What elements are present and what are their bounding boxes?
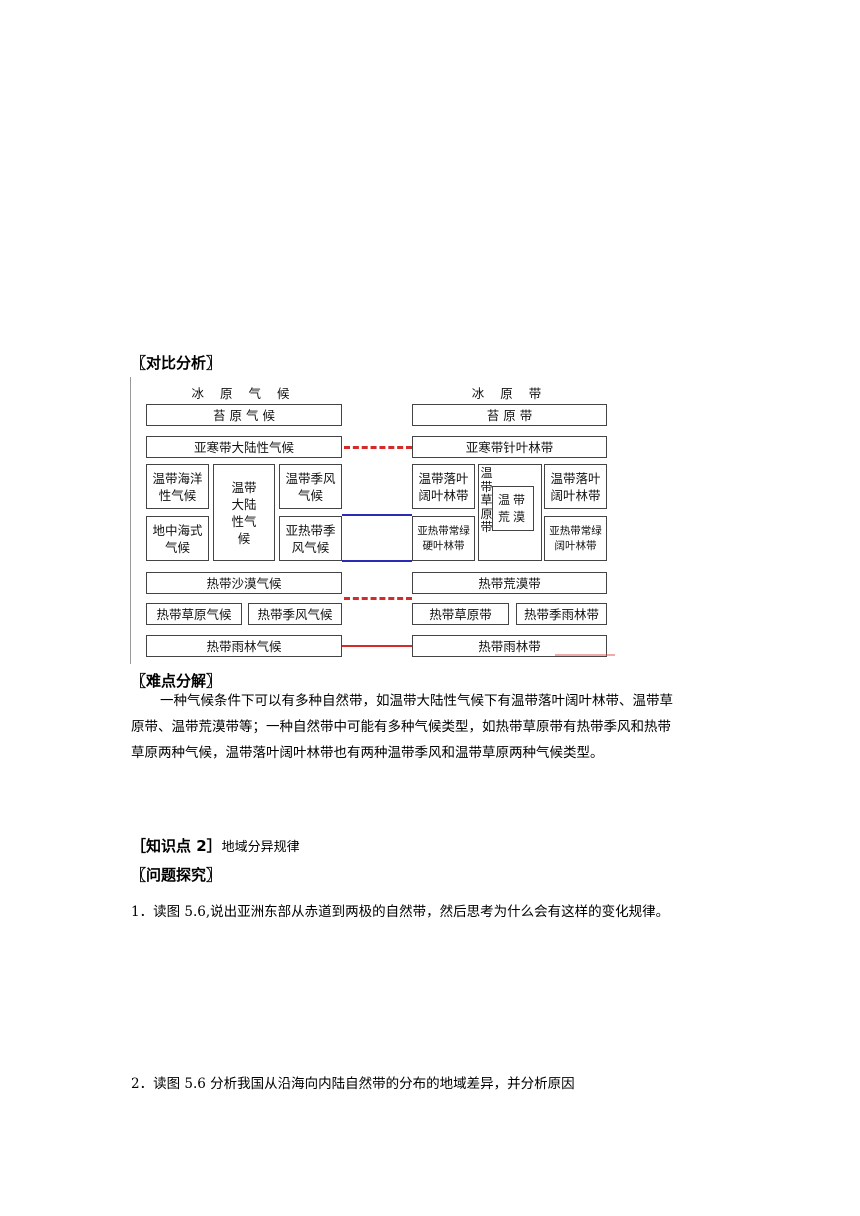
knowledge-point-title: 地域分异规律 [221,840,300,855]
zone-subtropical-evergreen: 亚热带常绿阔叶林带 [544,516,607,561]
knowledge-point-label: ［知识点 2］ [131,837,222,855]
right-title: 冰 原 带 [471,386,548,401]
climate-mediterranean: 地中海式气候 [146,516,209,561]
zone-tropical-grassland: 热带草原带 [412,603,509,625]
knowledge-point-2: ［知识点 2］地域分异规律 [131,835,300,856]
zone-tropical-rainforest: 热带雨林带 [412,635,607,657]
red-mark [555,654,615,656]
climate-tropical-savanna: 热带草原气候 [146,603,242,625]
zone-temperate-deciduous-2: 温带落叶阔叶林带 [544,464,607,509]
climate-tundra: 苔 原 气 候 [146,404,342,426]
difficulty-line-2: 原带、温带荒漠带等；一种自然带中可能有多种气候类型，如热带草原带有热带季风和热带 [131,719,671,735]
section-heading-inquiry: 〖问题探究〗 [131,866,222,884]
connector-tropical-dashed [344,597,412,600]
zone-taiga: 亚寒带针叶林带 [412,436,607,458]
climate-zone-diagram: 冰 原 气 候 苔 原 气 候 亚寒带大陆性气候 温带海洋性气候 温带大陆性气候… [130,377,625,664]
zone-temperate-desert: 温带荒漠 [492,486,534,531]
climate-temperate-maritime: 温带海洋性气候 [146,464,209,509]
section-heading-comparison: 〖对比分析〗 [131,354,222,372]
climate-tropical-rainforest: 热带雨林气候 [146,635,342,657]
zone-tropical-desert: 热带荒漠带 [412,572,607,594]
zone-tundra: 苔 原 带 [412,404,607,426]
connector-subarctic [344,446,412,449]
climate-tropical-monsoon: 热带季风气候 [248,603,342,625]
zone-temperate-grassland: 温带草原带 [480,466,493,534]
climate-temperate-monsoon: 温带季风气候 [279,464,342,509]
zone-tropical-monsoon-forest: 热带季雨林带 [516,603,607,625]
connector-blue-lower [342,560,412,562]
connector-blue-upper [342,514,412,516]
climate-subtropical-monsoon: 亚热带季风气候 [279,516,342,561]
climate-temperate-continental: 温带大陆性气候 [213,464,275,561]
difficulty-line-1: 一种气候条件下可以有多种自然带，如温带大陆性气候下有温带落叶阔叶林带、温带草 [160,693,673,709]
section-heading-difficulty: 〖难点分解〗 [131,672,222,690]
zone-temperate-deciduous-1: 温带落叶阔叶林带 [412,464,475,509]
connector-rainforest [342,645,412,647]
climate-tropical-desert: 热带沙漠气候 [146,572,342,594]
difficulty-line-3: 草原两种气候，温带落叶阔叶林带也有两种温带季风和温带草原两种气候类型。 [131,745,604,761]
left-title: 冰 原 气 候 [191,386,296,401]
question-2: 2．读图 5.6 分析我国从沿海向内陆自然带的分布的地域差异，并分析原因 [131,1076,575,1092]
zone-subtropical-sclerophyll: 亚热带常绿硬叶林带 [412,516,475,561]
climate-subarctic: 亚寒带大陆性气候 [146,436,342,458]
question-1: 1．读图 5.6,说出亚洲东部从赤道到两极的自然带，然后思考为什么会有这样的变化… [131,904,670,920]
